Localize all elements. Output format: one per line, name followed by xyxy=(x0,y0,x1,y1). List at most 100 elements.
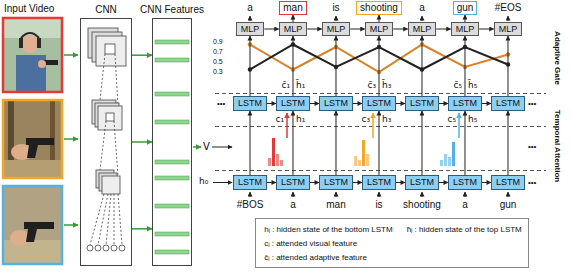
connector-arrow xyxy=(335,36,336,96)
box-label: MLP xyxy=(241,23,260,35)
connector-arrow xyxy=(310,103,319,104)
mlp-box: MLP xyxy=(365,22,394,36)
connector-arrow xyxy=(132,54,152,56)
output-word: #EOS xyxy=(495,2,522,14)
video-frame xyxy=(3,18,62,38)
feature-bar xyxy=(155,40,189,44)
output-word: is xyxy=(332,2,339,14)
connector-arrow xyxy=(267,182,276,183)
box-label: LSTM xyxy=(496,97,520,110)
input-arrow xyxy=(250,192,251,197)
input-arrow xyxy=(379,192,380,197)
top-lstm-box: LSTM xyxy=(362,96,396,111)
ellipsis: ••• xyxy=(528,142,536,151)
input-arrow xyxy=(212,16,508,197)
attention-bar xyxy=(268,138,455,166)
video-frame xyxy=(3,186,62,264)
connector-arrow xyxy=(353,103,362,104)
connector-arrow xyxy=(378,111,379,175)
input-word: gun xyxy=(500,199,517,211)
bottom-lstm-box: LSTM xyxy=(233,175,267,190)
math-symbol: h₅ xyxy=(468,114,477,124)
top-lstm-box: LSTM xyxy=(448,96,482,111)
box-label: LSTM xyxy=(238,97,262,110)
connector-arrow xyxy=(378,36,379,96)
conv-layers xyxy=(106,194,111,245)
cnn-box: CNN xyxy=(80,18,132,266)
video-frame xyxy=(24,222,54,242)
conv-layers xyxy=(115,54,118,106)
notation-box: hᵢ : hidden state of the bottom LSTMh̄ᵢ … xyxy=(255,218,529,268)
connector-arrow xyxy=(396,103,405,104)
mlp-box: MLP xyxy=(451,22,480,36)
feature-bar xyxy=(155,58,189,62)
connector-arrow xyxy=(464,111,465,175)
feature-bar xyxy=(155,204,189,208)
conv-layers xyxy=(118,194,122,245)
math-symbol: c₁ xyxy=(275,114,284,124)
frame-arrow xyxy=(193,146,201,148)
video-frame xyxy=(3,18,62,92)
conv-layers xyxy=(100,54,105,100)
feature-column: CNN Features xyxy=(152,18,192,266)
box-label: man xyxy=(283,2,302,14)
conv-layers xyxy=(106,113,114,121)
attention-bar xyxy=(362,140,365,166)
connector-arrow xyxy=(464,36,465,96)
input-arrow xyxy=(250,16,251,21)
box-label: MLP xyxy=(499,23,518,35)
top-lstm-box: LSTM xyxy=(233,96,267,111)
ellipsis: ••• xyxy=(528,99,536,108)
output-word-box: gun xyxy=(453,1,478,15)
notation-text: h̄ᵢ : hidden state of the top LSTM xyxy=(407,224,522,235)
math-symbol: h̄₃ xyxy=(382,80,391,90)
attention-bar xyxy=(354,156,357,166)
feature-bar xyxy=(155,40,189,254)
input-arrow xyxy=(465,192,466,197)
feature-bar xyxy=(155,176,189,180)
box-label: LSTM xyxy=(410,97,434,110)
math-symbol: h̄₁ xyxy=(296,80,305,90)
connector-arrow xyxy=(249,36,250,96)
box-label: CNN xyxy=(95,4,117,16)
box-label: MLP xyxy=(456,23,475,35)
bottom-lstm-box: LSTM xyxy=(491,175,525,190)
mlp-box: MLP xyxy=(279,22,308,36)
separator-line xyxy=(215,94,546,171)
attention-bar xyxy=(444,154,447,166)
video-frame xyxy=(3,100,62,178)
box-label: LSTM xyxy=(410,176,434,189)
box-label: LSTM xyxy=(496,176,520,189)
video-frame xyxy=(3,160,62,178)
conv-layers xyxy=(87,28,126,251)
bottom-lstm-box: LSTM xyxy=(405,175,439,190)
connector-arrow xyxy=(132,228,152,230)
conv-layers xyxy=(114,121,118,176)
frame-arrow xyxy=(64,224,78,226)
input-arrow xyxy=(422,16,423,21)
box-label: MLP xyxy=(284,23,303,35)
conv-layers xyxy=(87,245,93,251)
input-word: shooting xyxy=(403,199,441,211)
attention-arrow xyxy=(286,113,288,138)
attention-bar xyxy=(448,157,451,166)
input-word: is xyxy=(375,199,382,211)
box-label: LSTM xyxy=(453,176,477,189)
ellipsis: ••• xyxy=(528,178,536,187)
output-word-box: shooting xyxy=(356,1,402,15)
connector-arrow xyxy=(310,182,319,183)
conv-layers xyxy=(98,106,122,130)
video-frame xyxy=(19,38,23,48)
attention-bar xyxy=(440,160,443,166)
notation-text: cᵢ : attended visual feature xyxy=(264,238,357,249)
video-frame xyxy=(3,18,62,92)
math-symbol: c̄₅ xyxy=(453,80,462,90)
math-symbol: c₅ xyxy=(447,114,456,124)
video-frame xyxy=(26,138,54,158)
connector-arrow xyxy=(507,36,508,96)
attention-bar xyxy=(276,154,279,166)
connector-arrow xyxy=(421,111,422,175)
connector-arrow xyxy=(307,29,321,30)
conv-layers xyxy=(96,36,126,66)
conv-layers xyxy=(95,245,101,251)
